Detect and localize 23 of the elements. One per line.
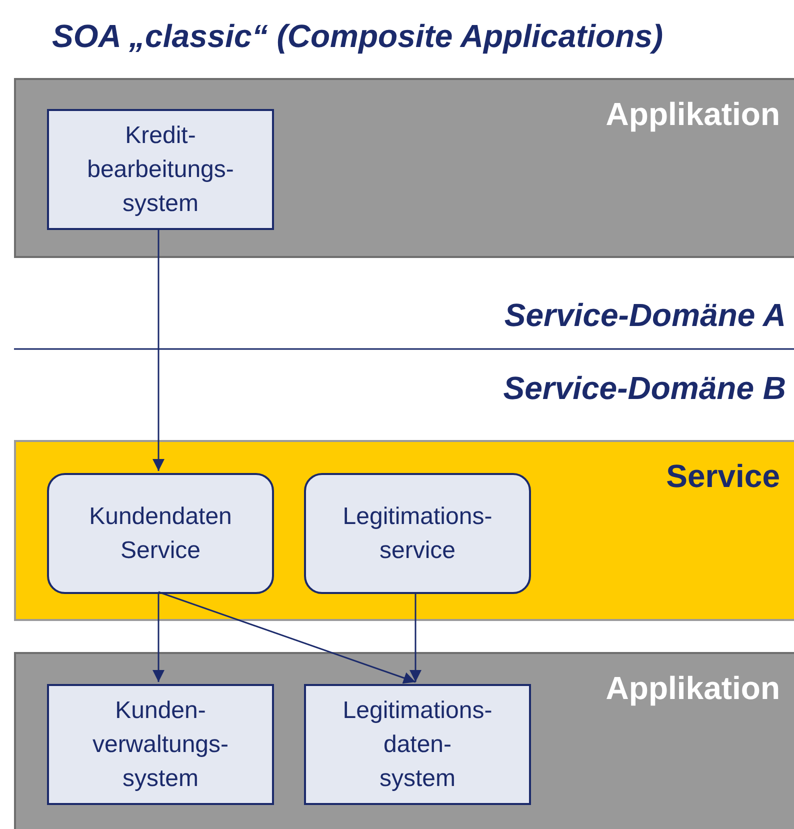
application-band — [14, 652, 794, 829]
band-heading: Service — [666, 460, 780, 492]
box-label: Kunden- verwaltungs- system — [92, 696, 229, 794]
arrow — [410, 592, 422, 682]
box-label: Legitimations- service — [342, 502, 492, 566]
service-band — [14, 440, 794, 621]
service-box — [47, 473, 274, 594]
band-heading: Applikation — [606, 672, 780, 704]
system-box — [304, 684, 531, 805]
band-heading: Applikation — [606, 98, 780, 130]
service-box — [304, 473, 531, 594]
system-box — [47, 109, 274, 230]
system-box — [47, 684, 274, 805]
diagram-title: SOA „classic“ (Composite Applications) — [52, 17, 664, 56]
arrow — [152, 228, 164, 471]
arrow — [158, 591, 416, 684]
box-label: Kundendaten Service — [89, 502, 232, 566]
application-band — [14, 78, 794, 258]
arrow — [152, 592, 164, 682]
domain-label: Service-Domäne B — [503, 372, 786, 404]
domain-label: Service-Domäne A — [504, 299, 786, 331]
box-label: Kredit- bearbeitungs- system — [87, 120, 234, 218]
box-label: Legitimations- daten- system — [342, 696, 492, 794]
